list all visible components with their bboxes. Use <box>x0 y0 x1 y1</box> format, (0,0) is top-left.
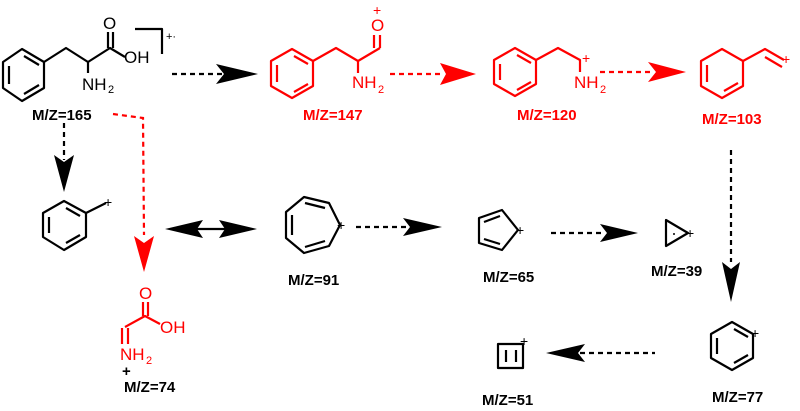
molecule-styryl-cation: + <box>699 47 790 100</box>
svg-text:+: + <box>122 363 131 380</box>
label-mz-120: M/Z=120 <box>517 107 577 124</box>
molecule-iminium-glycine: O OH NH 2 + <box>120 284 186 380</box>
svg-text:NH: NH <box>352 73 377 92</box>
svg-text:OH: OH <box>160 318 186 337</box>
label-mz-147: M/Z=147 <box>303 107 363 124</box>
arrow-147-to-120 <box>390 63 476 85</box>
radical-cation-charge: +· <box>166 31 176 43</box>
svg-text:NH: NH <box>574 73 599 92</box>
svg-text:NH: NH <box>120 345 145 364</box>
svg-text:+: + <box>520 333 528 349</box>
molecule-cyclopentadienyl-cation: + <box>477 208 524 252</box>
svg-text:+: + <box>516 222 524 238</box>
label-mz-74: M/Z=74 <box>124 379 176 396</box>
molecule-cyclobutadienyl-cation: + <box>496 333 528 370</box>
arrow-91-to-65 <box>356 218 442 236</box>
svg-text:NH: NH <box>82 75 107 94</box>
svg-text:O: O <box>371 16 384 35</box>
arrow-103-to-77 <box>722 150 740 302</box>
molecule-phenylalanine: O OH NH 2 +· <box>1 14 176 103</box>
svg-text:+: + <box>373 2 381 18</box>
svg-text:O: O <box>103 14 116 33</box>
svg-text:+: + <box>686 225 694 241</box>
molecule-benzyl-cation: + <box>41 194 112 252</box>
molecule-cyclopropenyl-cation: + <box>664 218 694 248</box>
svg-text:+: + <box>582 50 590 66</box>
svg-text:2: 2 <box>146 355 152 367</box>
svg-text:2: 2 <box>108 84 114 96</box>
arrow-77-to-51 <box>546 344 655 362</box>
svg-text:+: + <box>751 325 759 341</box>
label-mz-39: M/Z=39 <box>651 263 702 280</box>
svg-text:+: + <box>337 217 345 233</box>
svg-text:+: + <box>104 194 112 210</box>
label-mz-91: M/Z=91 <box>288 272 339 289</box>
svg-text:2: 2 <box>600 84 606 96</box>
svg-text:O: O <box>139 284 152 303</box>
molecule-phenyl-cation: + <box>709 320 759 372</box>
arrow-165-to-benzyl <box>54 123 74 192</box>
molecule-phenethyl-ammonium: NH 2 + <box>492 46 606 98</box>
label-mz-103: M/Z=103 <box>702 111 762 128</box>
arrow-65-to-39 <box>551 224 638 242</box>
label-mz-165: M/Z=165 <box>32 107 92 124</box>
label-mz-77: M/Z=77 <box>712 389 763 406</box>
svg-text:OH: OH <box>124 48 150 67</box>
molecule-acylium: O + NH 2 <box>269 2 384 100</box>
resonance-arrow <box>165 220 257 238</box>
label-mz-65: M/Z=65 <box>483 269 534 286</box>
svg-text:+: + <box>782 51 790 67</box>
molecule-tropylium: + <box>284 195 345 255</box>
arrow-120-to-103 <box>600 62 686 82</box>
svg-text:2: 2 <box>378 84 384 96</box>
arrow-165-to-147 <box>172 64 258 84</box>
arrow-165-to-74 <box>112 112 154 272</box>
label-mz-51: M/Z=51 <box>482 392 533 409</box>
